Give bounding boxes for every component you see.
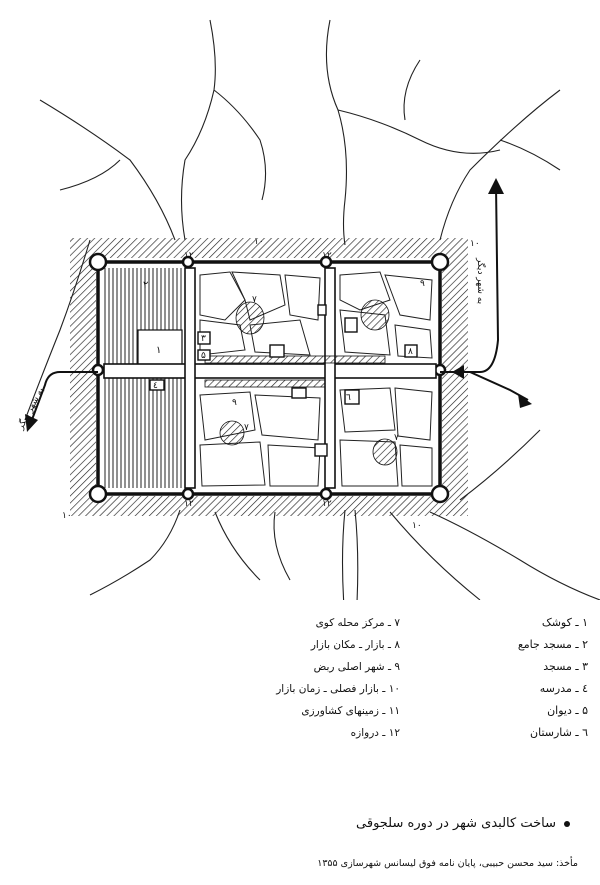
legend-item: ٤ ـ مدرسه: [539, 682, 588, 695]
legend-item: ۱۰ ـ بازار فصلی ـ زمان بازار: [276, 683, 400, 695]
legend-item: ۹ ـ شهر اصلی ربض: [313, 661, 400, 673]
svg-text:۹: ۹: [232, 398, 237, 408]
svg-text:۱۲: ۱۲: [184, 499, 194, 509]
svg-text:۵: ۵: [201, 351, 206, 361]
arrow-heads: [25, 178, 532, 432]
legend-item: ۷ ـ مرکز محله کوی: [315, 617, 400, 629]
legend-item: ۱۲ ـ دروازه: [350, 727, 400, 739]
wall-towers: [88, 252, 450, 504]
svg-text:۱۲: ۱۲: [322, 251, 332, 261]
svg-text:۸: ۸: [408, 347, 413, 357]
buildings: [149, 304, 418, 457]
figure-caption: ساخت کالبدی شهر در دوره سلجوقی: [356, 816, 570, 831]
city-plan-diagram: به شهر دیگر به شهر دیگر ۱۰ ۱۰ ۱۰ ۱۰ ۱۲ ۱…: [14, 19, 600, 600]
svg-text:۲: ۲: [143, 280, 148, 291]
roads: [24, 19, 600, 600]
svg-text:۱۲: ۱۲: [322, 499, 332, 509]
svg-text:۹: ۹: [420, 279, 425, 289]
caption-text: ساخت کالبدی شهر در دوره سلجوقی: [356, 816, 556, 831]
svg-text:۳: ۳: [201, 334, 206, 344]
legend-item: ۵ ـ دیوان: [547, 704, 588, 717]
quarter-centres: [219, 299, 398, 466]
svg-text:۷: ۷: [244, 423, 249, 433]
legend-item: ٦ ـ شارستان: [530, 726, 588, 739]
svg-text:۷: ۷: [394, 433, 399, 443]
svg-text:٦: ٦: [346, 393, 351, 403]
legend-item: ۲ ـ مسجد جامع: [517, 638, 588, 651]
access-roads: [29, 184, 529, 426]
legend-item: ۳ ـ مسجد: [543, 660, 588, 673]
legend-item: ۱ ـ کوشک: [541, 616, 588, 629]
bazaar-strip: [204, 355, 386, 364]
svg-text:۱۲: ۱۲: [184, 251, 194, 261]
svg-text:۷: ۷: [252, 295, 257, 305]
svg-text:۱۰: ۱۰: [470, 239, 480, 249]
svg-text:۱۰: ۱۰: [254, 237, 264, 247]
legend-item: ۸ ـ بازار ـ مکان بازار: [310, 639, 400, 651]
label-road-east: به شهر دیگر: [475, 257, 487, 304]
svg-text:۱: ۱: [156, 345, 161, 356]
legend-right: ۱ ـ کوشک ۲ ـ مسجد جامع ۳ ـ مسجد ٤ ـ مدرس…: [518, 612, 588, 744]
svg-text:۱۰: ۱۰: [412, 521, 422, 531]
main-streets: [103, 267, 437, 489]
svg-text:٤: ٤: [153, 381, 158, 391]
legend-item: ۱۱ ـ زمینهای کشاورزی: [301, 705, 400, 717]
svg-text:۱۰: ۱۰: [62, 511, 72, 521]
bullet-icon: [564, 820, 570, 827]
legend-left: ۷ ـ مرکز محله کوی ۸ ـ بازار ـ مکان بازار…: [276, 612, 400, 744]
source-note: مأخذ: سید محسن حبیبی، پایان نامه فوق لیس…: [317, 858, 578, 869]
